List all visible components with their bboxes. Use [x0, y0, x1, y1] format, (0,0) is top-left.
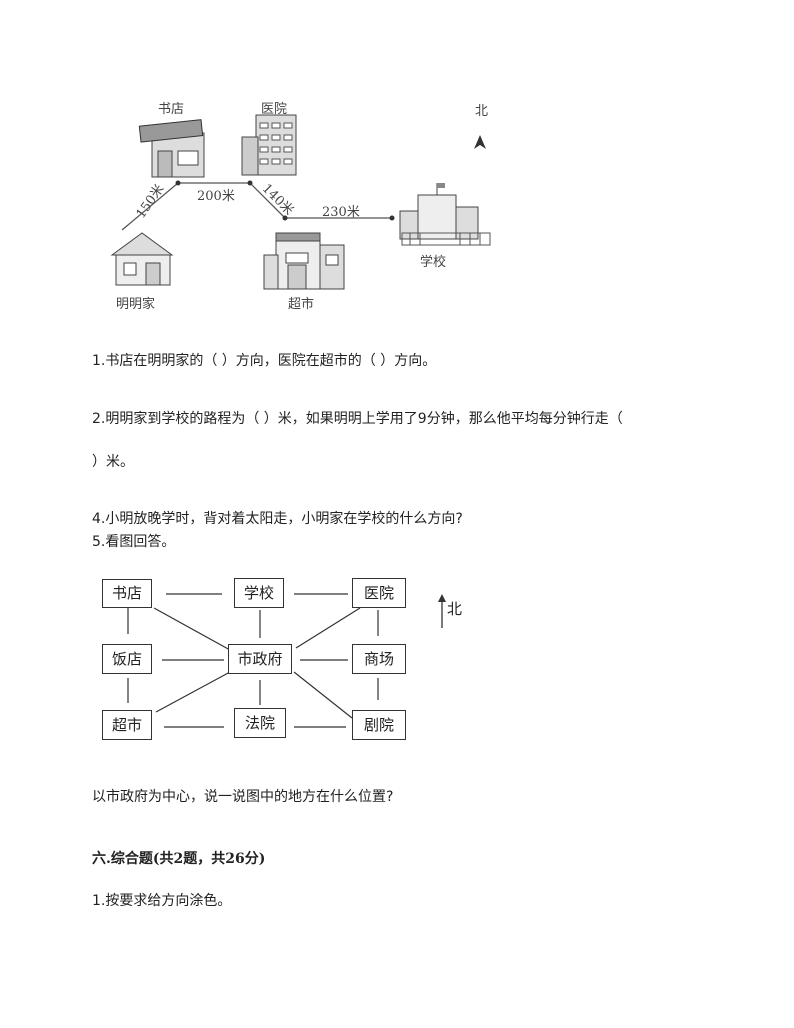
school-building-icon — [399, 183, 491, 246]
distance-supermarket-school: 230米 — [322, 205, 360, 220]
section-6-question-1: 1.按要求给方向涂色。 — [92, 893, 232, 909]
question-1: 1.书店在明明家的（ ）方向，医院在超市的（ ）方向。 — [92, 353, 437, 369]
map2-connections — [127, 593, 446, 728]
supermarket-building-icon — [263, 232, 345, 290]
route-node — [247, 180, 253, 186]
north-arrow-icon — [438, 594, 446, 628]
north-label: 北 — [447, 600, 463, 618]
map1-svg — [110, 114, 491, 290]
box-hospital: 医院 — [352, 578, 406, 608]
box-restaurant: 饭店 — [102, 644, 152, 674]
map1: 书店 医院 北 明明家 超市 学校 150米 200米 140米 230米 — [100, 95, 520, 315]
route-node — [175, 180, 181, 186]
route-node — [282, 215, 288, 221]
distance-bookstore-hospital: 200米 — [197, 189, 235, 204]
hospital-label: 医院 — [261, 102, 288, 117]
question-5: 5.看图回答。 — [92, 534, 176, 550]
box-school: 学校 — [234, 578, 284, 608]
north-arrow-icon — [474, 135, 486, 149]
question-2-line1: 2.明明家到学校的路程为（ ）米，如果明明上学用了9分钟，那么他平均每分钟行走（ — [92, 411, 623, 427]
home-building-icon — [110, 232, 174, 286]
bookstore-building-icon — [138, 119, 205, 178]
question-4: 4.小明放晚学时，背对着太阳走，小明家在学校的什么方向? — [92, 511, 463, 527]
route-node — [389, 215, 395, 221]
north-label: 北 — [475, 104, 489, 119]
box-city-hall: 市政府 — [228, 644, 292, 674]
box-court: 法院 — [234, 708, 286, 738]
question-2-line2: ）米。 — [92, 454, 134, 470]
box-supermarket: 超市 — [102, 710, 152, 740]
box-theater: 剧院 — [352, 710, 406, 740]
section-6-title: 六.综合题(共2题，共26分) — [92, 851, 266, 867]
box-bookstore: 书店 — [102, 579, 152, 608]
hospital-building-icon — [241, 114, 297, 176]
home-label: 明明家 — [116, 297, 156, 312]
map2: 书店 学校 医院 饭店 市政府 商场 超市 法院 剧院 北 — [90, 570, 490, 750]
supermarket-label: 超市 — [288, 297, 315, 312]
question-5-prompt: 以市政府为中心，说一说图中的地方在什么位置? — [92, 789, 394, 805]
school-label: 学校 — [420, 255, 447, 270]
bookstore-label: 书店 — [158, 102, 185, 117]
box-mall: 商场 — [352, 644, 406, 674]
